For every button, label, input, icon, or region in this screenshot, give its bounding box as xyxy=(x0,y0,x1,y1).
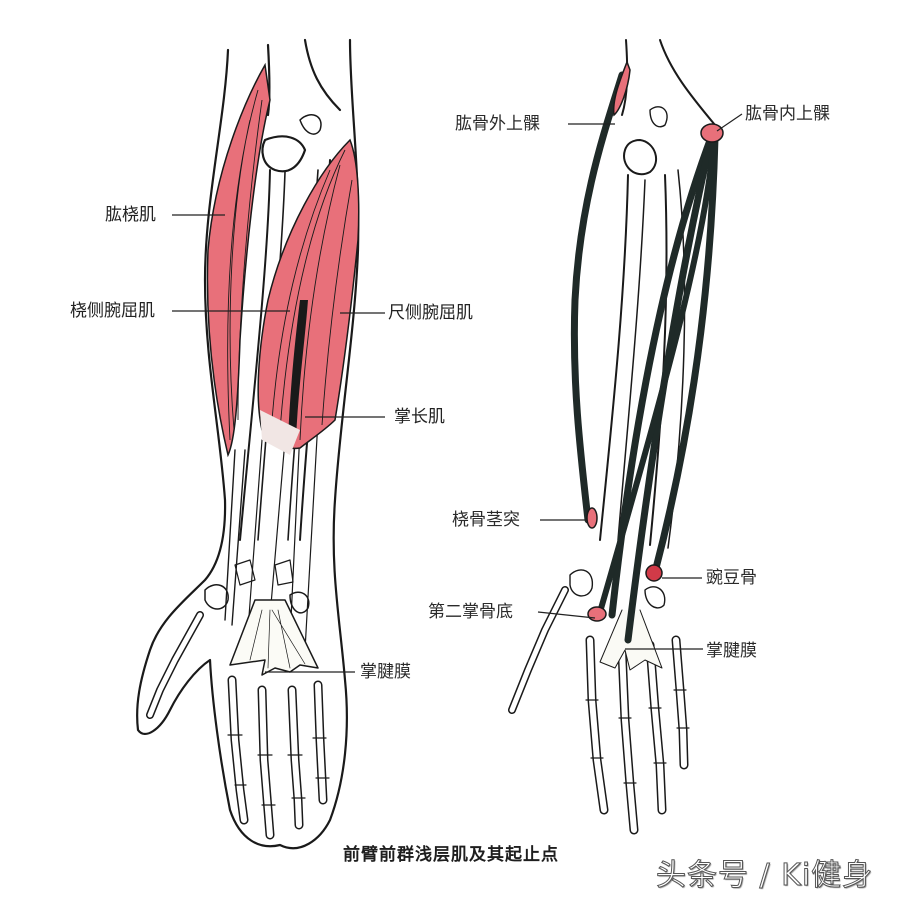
label-medial-epicondyle: 肱骨内上髁 xyxy=(745,104,830,124)
watermark: 头条号 / Ki健身 xyxy=(655,858,874,894)
left-forearm xyxy=(136,38,360,850)
right-forearm xyxy=(508,39,716,835)
figure-caption: 前臂前群浅层肌及其起止点 xyxy=(343,845,559,865)
label-palmar-aponeurosis-right: 掌腱膜 xyxy=(706,641,757,661)
right-leader-lines xyxy=(537,113,743,650)
label-second-metacarpal-base: 第二掌骨底 xyxy=(428,602,513,622)
label-radial-styloid: 桡骨茎突 xyxy=(452,510,520,530)
label-brachioradialis: 肱桡肌 xyxy=(105,205,156,225)
left-muscles xyxy=(206,62,360,458)
label-flexor-carpi-ulnaris: 尺侧腕屈肌 xyxy=(388,303,473,323)
left-leader-lines xyxy=(172,214,385,673)
label-lateral-epicondyle: 肱骨外上髁 xyxy=(455,114,540,134)
label-palmar-aponeurosis-left: 掌腱膜 xyxy=(360,662,411,682)
label-pisiform: 豌豆骨 xyxy=(706,568,757,588)
right-muscle-bands xyxy=(570,71,719,644)
label-palmaris-longus: 掌长肌 xyxy=(394,407,445,427)
right-attachment-points xyxy=(586,59,724,622)
label-flexor-carpi-radialis: 桡侧腕屈肌 xyxy=(70,301,155,321)
